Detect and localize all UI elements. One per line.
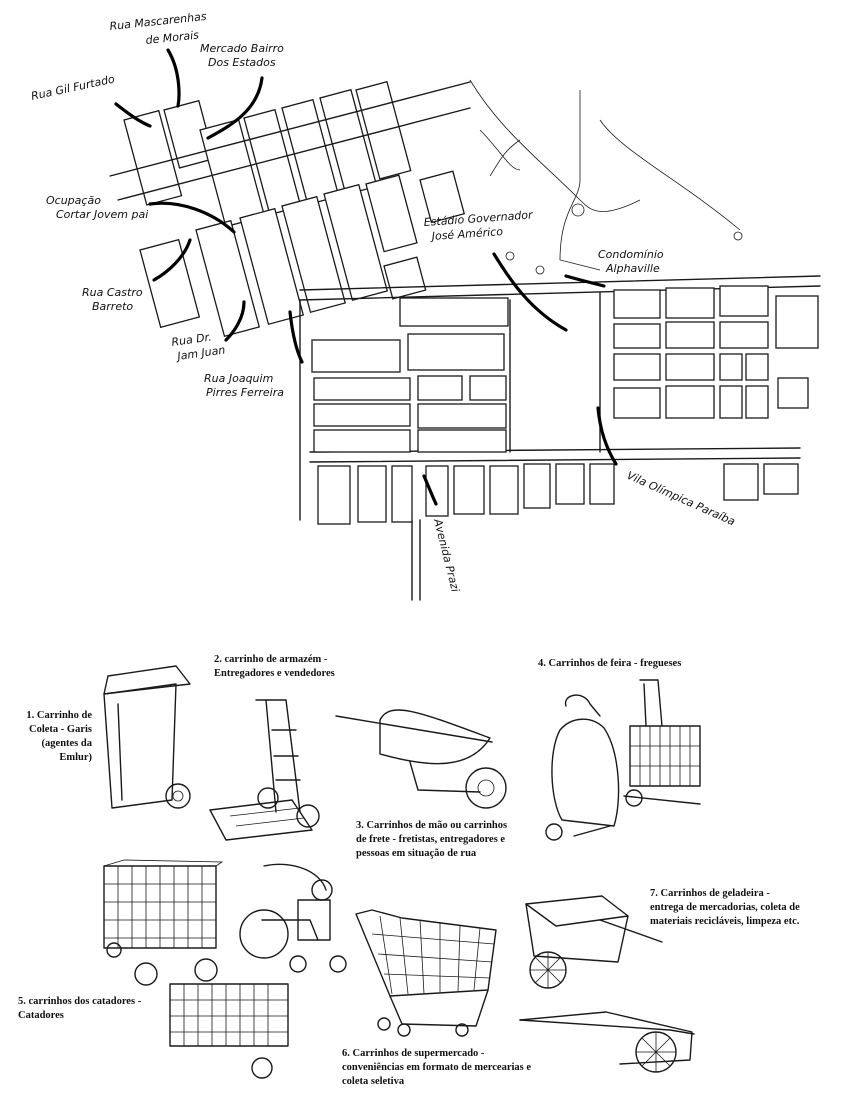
caption-4-line-1: 4. Carrinhos de feira - fregueses	[538, 658, 681, 669]
wheelbarrow-drawing	[335, 709, 507, 809]
street-map: Rua Mascarenhas de Morais Mercado Bairro…	[30, 10, 821, 601]
map-blocks-left	[123, 80, 466, 338]
caption-6-line-3: coleta seletiva	[342, 1076, 405, 1087]
caption-5-line-2: Catadores	[18, 1010, 64, 1021]
caption-3-line-3: pessoas em situação de rua	[356, 848, 477, 859]
label-ocupacao-2: Cortar Jovem pai	[56, 208, 148, 221]
label-estadio-2: José Américo	[429, 225, 503, 243]
caption-3-line-2: de frete - fretistas, entregadores e	[356, 834, 505, 845]
map-pointer-lines	[114, 48, 618, 506]
caption-7-line-1: 7. Carrinhos de geladeira -	[650, 888, 770, 899]
road-diagonal-north	[109, 81, 471, 177]
supermarket-cart-drawing	[355, 909, 497, 1037]
label-rua-joaquim-2: Pirres Ferreira	[206, 386, 284, 399]
label-rua-gil-furtado: Rua Gil Furtado	[30, 72, 116, 102]
label-rua-joaquim: Rua Joaquim	[204, 372, 273, 385]
fridge-cart-drawing	[519, 895, 695, 1073]
label-rua-mascarenhas-2: de Morais	[145, 28, 200, 47]
caption-2-line-1: 2. carrinho de armazém -	[214, 654, 328, 665]
caption-7-line-2: entrega de mercadorias, coleta de	[650, 902, 800, 913]
caption-1-line-1: 1. Carrinho de	[26, 710, 92, 721]
map-blocks-center	[311, 297, 509, 453]
label-condominio: Condomínio	[598, 248, 664, 261]
hand-truck-drawing	[209, 699, 320, 841]
label-mercado-2: Dos Estados	[208, 56, 276, 69]
label-rua-castro: Rua Castro	[82, 286, 143, 299]
label-vila-olimpica: Vila Olímpica Paraíba	[625, 469, 738, 529]
caption-2-line-2: Entregadores e vendedores	[214, 668, 335, 679]
label-condominio-2: Alphaville	[605, 262, 660, 275]
caption-1-line-2: Coleta - Garis	[29, 724, 92, 735]
label-rua-castro-2: Barreto	[92, 300, 133, 313]
caption-3-line-1: 3. Carrinhos de mão ou carrinhos	[356, 820, 507, 831]
caption-1-line-3: (agentes da	[42, 738, 93, 749]
label-ocupacao: Ocupação	[46, 194, 101, 207]
map-blocks-right	[613, 285, 819, 419]
label-avenida: Avenida Prazi	[431, 517, 462, 594]
map-blocks-bottom	[317, 463, 799, 525]
caption-1-line-4: Emlur)	[59, 752, 92, 763]
shopping-trolley-drawing	[545, 679, 701, 841]
caption-7-line-3: materiais recicláveis, limpeza etc.	[650, 916, 800, 927]
carts-section: 1. Carrinho de Coleta - Garis (agentes d…	[18, 654, 800, 1087]
caption-6-line-1: 6. Carrinhos de supermercado -	[342, 1048, 485, 1059]
caption-6-line-2: conveniências em formato de mercearias e	[342, 1062, 531, 1073]
label-rua-dr: Rua Dr.	[171, 330, 213, 348]
label-mercado: Mercado Bairro	[200, 42, 284, 55]
trash-bin-cart-drawing	[103, 665, 191, 809]
caption-5-line-1: 5. carrinhos dos catadores -	[18, 996, 142, 1007]
catador-cart-drawing	[103, 859, 347, 1079]
cart-captions: 1. Carrinho de Coleta - Garis (agentes d…	[18, 654, 800, 1087]
